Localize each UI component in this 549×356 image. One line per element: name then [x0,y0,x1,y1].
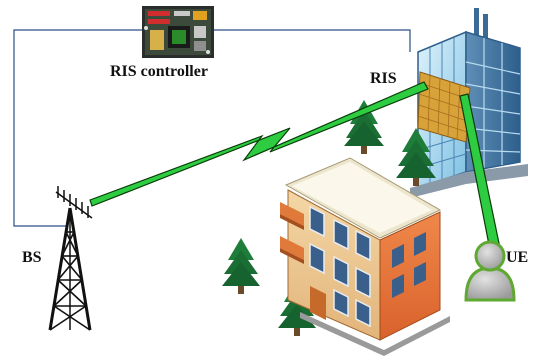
control-link [13,29,411,227]
tree-icon [396,128,436,186]
tree-icon [222,238,260,294]
ris-tower-building [410,8,528,198]
apartment-building [280,157,450,356]
ue-label: UE [506,249,528,266]
bs-label: BS [22,249,42,266]
ris-controller-label: RIS controller [110,63,208,80]
bs-to-ris-beam [89,81,429,207]
ris-controller-board [142,6,214,58]
user-equipment-icon [464,240,516,302]
ris-label: RIS [370,70,397,87]
base-station-tower [48,186,93,331]
